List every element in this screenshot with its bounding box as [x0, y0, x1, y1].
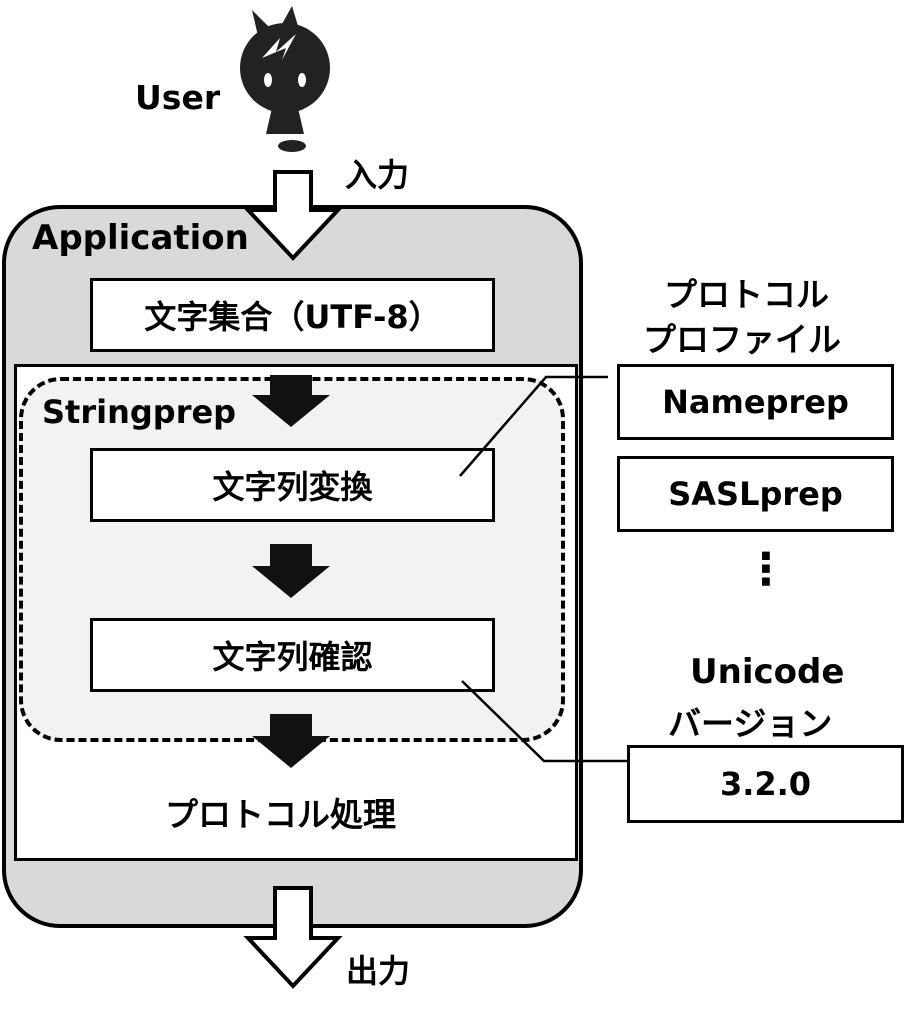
- unicode-version-box: 3.2.0: [627, 745, 904, 823]
- profile-nameprep: Nameprep: [617, 364, 894, 440]
- output-arrow-icon: [243, 886, 343, 989]
- unicode-connector-line: [461, 680, 628, 763]
- unicode-heading-line2: バージョン: [668, 704, 833, 743]
- unicode-heading-line1: Unicode: [690, 652, 845, 692]
- profiles-heading-line2: プロファイル: [643, 320, 841, 359]
- output-label: 出力: [346, 952, 411, 990]
- stringprep-title: Stringprep: [42, 393, 237, 431]
- profile-connector-line: [459, 375, 608, 477]
- down-arrow-icon: [252, 375, 330, 427]
- protocol-processing-label: プロトコル処理: [165, 795, 396, 834]
- string-check-box: 文字列確認: [90, 618, 495, 692]
- profiles-heading-line1: プロトコル: [664, 275, 829, 314]
- charset-box: 文字集合（UTF-8）: [90, 278, 495, 352]
- down-arrow-icon: [252, 714, 330, 768]
- input-arrow-icon: [243, 170, 343, 261]
- string-convert-box: 文字列変換: [90, 448, 495, 522]
- profiles-more-indicator: ⋮: [744, 544, 788, 595]
- application-title: Application: [32, 218, 249, 258]
- down-arrow-icon: [252, 544, 330, 598]
- user-label: User: [135, 78, 221, 117]
- profile-saslprep: SASLprep: [617, 456, 894, 532]
- input-label: 入力: [345, 156, 410, 194]
